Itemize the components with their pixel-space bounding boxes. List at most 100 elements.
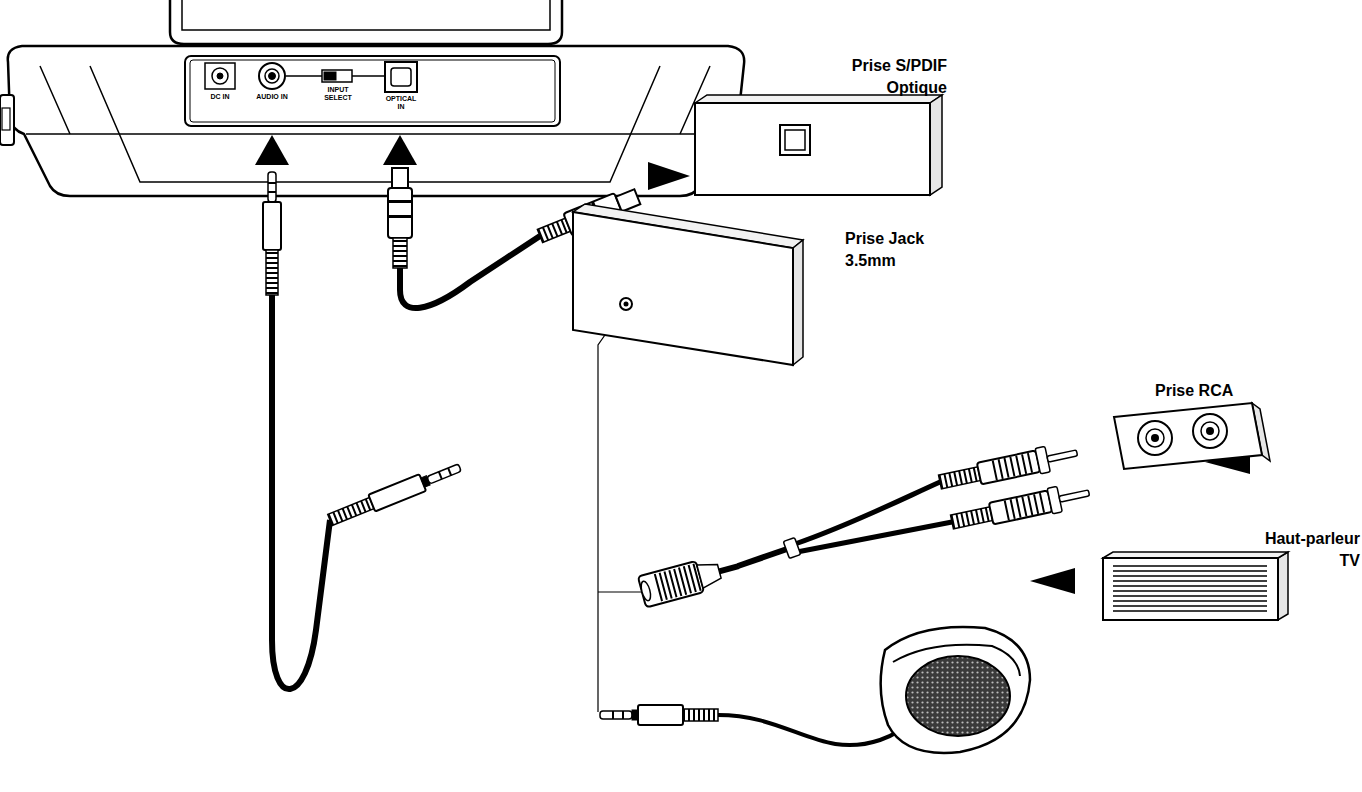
- jack-plug: [327, 459, 464, 528]
- speaker-box: [1103, 558, 1278, 620]
- optical-relief-ridges: [393, 240, 407, 268]
- rca-socket-ring: [1201, 422, 1219, 440]
- rca-plug: [937, 440, 1079, 495]
- jack-tip: [427, 464, 462, 484]
- box-front-face: [695, 103, 930, 195]
- jack-band: [268, 191, 276, 193]
- splitter-ring: [783, 537, 800, 558]
- jack-relief: [683, 709, 718, 721]
- jack-body: [263, 202, 281, 250]
- rca-socket-hole: [1151, 434, 1159, 442]
- splitter-ring: [783, 537, 800, 558]
- leader-line: [598, 305, 642, 712]
- optical-port-door: [391, 68, 411, 86]
- speaker-grille: [1113, 566, 1267, 611]
- box-side-face: [793, 240, 803, 365]
- unit-body: [8, 46, 744, 196]
- jack-relief-ridges: [266, 252, 278, 295]
- unit-top-edge: [182, 0, 550, 30]
- mic-grille: [906, 656, 1010, 736]
- node-label: Prise RCA: [1155, 380, 1265, 402]
- optical-tip: [616, 189, 641, 211]
- jack-body: [638, 705, 683, 725]
- optical-socket-inner: [785, 130, 805, 150]
- node-label: Haut-parleur TV: [1250, 528, 1360, 572]
- rca-socket: [1193, 414, 1227, 448]
- cable: [795, 482, 940, 544]
- optical-relief: [393, 238, 407, 268]
- microphone: [600, 627, 1030, 753]
- jack-body: [368, 474, 426, 511]
- jack-band: [447, 468, 452, 476]
- dc-port-pin: [217, 73, 223, 79]
- insert-arrow: [648, 162, 690, 190]
- rca-socket-ring: [1146, 429, 1164, 447]
- jack-relief-ridges: [330, 503, 372, 520]
- jack-band: [438, 471, 443, 479]
- jack-tip: [268, 172, 276, 202]
- rca-pin: [1059, 490, 1090, 502]
- box-side-face: [930, 95, 942, 195]
- box-top-face: [695, 95, 942, 103]
- box-side-face: [1278, 552, 1288, 620]
- cable: [797, 522, 952, 552]
- insert-arrow: [255, 135, 289, 165]
- cable: [400, 236, 540, 308]
- cable: [719, 566, 738, 571]
- dc-port: [205, 63, 235, 89]
- jack-tip: [600, 711, 632, 719]
- side-clip: [0, 95, 14, 145]
- optical-tip: [392, 168, 408, 188]
- transmitter-unit: [0, 0, 744, 196]
- rca-body: [989, 490, 1052, 524]
- jack-relief: [328, 498, 374, 526]
- female-jack: [638, 551, 743, 608]
- unit-bevel: [26, 133, 724, 135]
- optical-body: [388, 188, 412, 238]
- dc-port-ring: [212, 68, 228, 84]
- rca-socket-panel: Prise RCA: [1100, 375, 1275, 485]
- port-label: OPTICAL IN: [382, 95, 420, 111]
- node-outline: [565, 200, 935, 375]
- rca-socket: [1138, 421, 1172, 455]
- rca-plug: [949, 480, 1091, 535]
- cable: [272, 295, 330, 689]
- audio-port: [259, 63, 285, 89]
- jack-socket: [620, 298, 632, 310]
- jack-relief: [266, 250, 278, 295]
- insert-arrow: [383, 135, 417, 165]
- optical-band: [388, 200, 412, 203]
- select-slider: [324, 72, 336, 80]
- box-front-face: [573, 212, 793, 365]
- rear-panel-inner: [190, 60, 555, 122]
- rca-adapter: [638, 440, 1092, 607]
- optical-relief: [537, 218, 570, 242]
- rca-relief: [951, 507, 993, 529]
- side-clip-inner: [2, 108, 10, 130]
- unit-top: [170, 0, 562, 44]
- jack-band: [622, 711, 624, 719]
- optical-socket: [780, 125, 810, 155]
- rear-panel: [185, 56, 560, 126]
- optical-socket-box: Prise S/PDIF Optique: [690, 55, 950, 205]
- jack-socket-hole: [624, 302, 629, 307]
- rca-pin: [1047, 450, 1078, 462]
- jack-relief-ridges: [683, 709, 718, 721]
- rca-socket-hole: [1206, 427, 1214, 435]
- insert-arrow: [1030, 568, 1075, 594]
- mic-shell: [881, 627, 1030, 753]
- port-label: AUDIO IN: [256, 93, 288, 101]
- rca-body: [977, 450, 1040, 484]
- rca-relief-ridges: [952, 514, 991, 522]
- audio-port-ring: [265, 69, 279, 83]
- jack-band: [612, 711, 614, 719]
- jack-socket-box: Prise Jack 3.5mm: [565, 200, 935, 375]
- tv-speaker: Haut-parleur TV: [1095, 528, 1362, 628]
- mic-cable: [718, 715, 912, 745]
- port-label: INPUT SELECT: [318, 86, 358, 102]
- optical-relief-ridges: [540, 225, 568, 236]
- node-outline: [690, 55, 950, 205]
- select-switch: [322, 70, 352, 82]
- node-label: Prise S/PDIF Optique: [835, 55, 947, 99]
- optical-port: [385, 62, 417, 92]
